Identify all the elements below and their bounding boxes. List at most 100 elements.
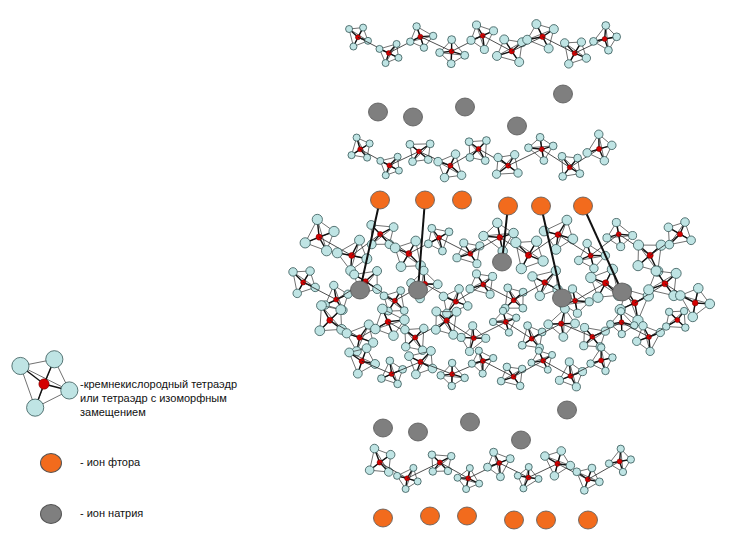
tetrahedron [365,444,395,476]
oxygen-atom [479,231,488,240]
oxygen-atom [524,322,532,330]
oxygen-atom [662,323,669,330]
oxygen-atom [538,256,548,266]
oxygen-atom [514,169,522,177]
oxygen-atom [541,452,550,461]
oxygen-atom [457,333,465,341]
chain-link [479,149,509,166]
tetrahedron [580,323,610,350]
tetrahedron [587,344,616,375]
oxygen-atom [664,223,673,232]
ion-layer [351,85,632,529]
oxygen-atom [414,478,421,485]
oxygen-atom [633,337,641,345]
oxygen-atom [483,137,491,145]
sodium-ion [461,413,480,431]
oxygen-atom [469,322,477,330]
chain-link [365,281,394,300]
fluorine-ion [579,511,598,529]
silicon-atom [497,235,503,241]
oxygen-atom [400,315,410,325]
tetrahedra-layer [289,20,715,495]
oxygen-atom [518,365,526,373]
oxygen-atom [348,152,355,159]
oxygen-atom [513,314,520,321]
oxygen-atom [617,445,624,452]
oxygen-atom [402,485,409,492]
oxygen-atom [329,226,339,236]
oxygen-atom [481,157,489,165]
tetrahedron [405,347,437,379]
chain-link [352,234,381,255]
tetrahedron [371,304,410,340]
oxygen-atom [472,21,480,29]
oxygen-atom [651,266,661,276]
oxygen-atom [350,43,357,50]
oxygen-atom [568,234,578,244]
tetrahedron [424,224,453,255]
tetrahedron [479,218,519,256]
oxygen-atom [549,351,556,358]
fluorine-ion [505,511,524,529]
oxygen-atom [306,267,314,275]
oxygen-atom [602,367,609,374]
oxygen-atom [586,272,596,282]
sodium-ion [374,419,393,437]
oxygen-atom [407,38,414,45]
oxygen-atom [617,307,625,315]
oxygen-atom [27,399,44,416]
oxygen-atom [568,285,576,293]
oxygen-atom [627,456,634,463]
chain-link [561,324,592,337]
oxygen-atom [523,35,532,44]
chain-link [665,284,695,303]
tetrahedron [321,281,352,314]
oxygen-atom [409,158,417,166]
tetrahedron [489,307,520,336]
tetrahedron [528,347,556,373]
oxygen-atom [472,270,480,278]
chain-link [588,461,620,479]
silicon-atom [602,36,607,41]
sodium-ion [456,98,475,116]
fluorine-ion [421,507,440,525]
oxygen-atom [463,302,472,311]
tetrahedron [676,283,715,321]
oxygen-atom [597,344,604,351]
oxygen-atom [580,486,588,494]
oxygen-atom [515,58,524,67]
tetrahedron [376,40,402,66]
oxygen-atom [382,172,389,179]
oxygen-atom [682,324,689,331]
oxygen-atom [394,472,401,479]
oxygen-atom [532,20,541,29]
sodium-ion [553,289,572,307]
chain-link [571,360,602,375]
oxygen-atom [535,475,542,482]
oxygen-atom [519,304,527,312]
legend-swatch [40,504,62,524]
tetrahedron [437,359,468,389]
silicon-atom [39,379,49,389]
oxygen-atom [562,215,572,225]
oxygen-atom [373,267,382,276]
oxygen-atom [582,54,590,62]
oxygen-atom [705,299,715,309]
oxygen-atom [370,444,379,453]
oxygen-atom [434,157,443,166]
tetrahedron [574,239,609,272]
oxygen-atom [615,304,625,314]
oxygen-atom [46,351,63,368]
oxygen-atom [466,154,474,162]
oxygen-atom [393,40,400,47]
oxygen-atom [633,261,643,271]
oxygen-atom [497,377,505,385]
chain-link [635,284,665,303]
sodium-ion [351,281,370,299]
tetrahedron [346,24,372,50]
oxygen-atom [535,291,544,300]
oxygen-atom [580,342,588,350]
oxygen-atom [433,280,442,289]
tetrahedron [492,35,526,67]
oxygen-atom [353,134,360,141]
